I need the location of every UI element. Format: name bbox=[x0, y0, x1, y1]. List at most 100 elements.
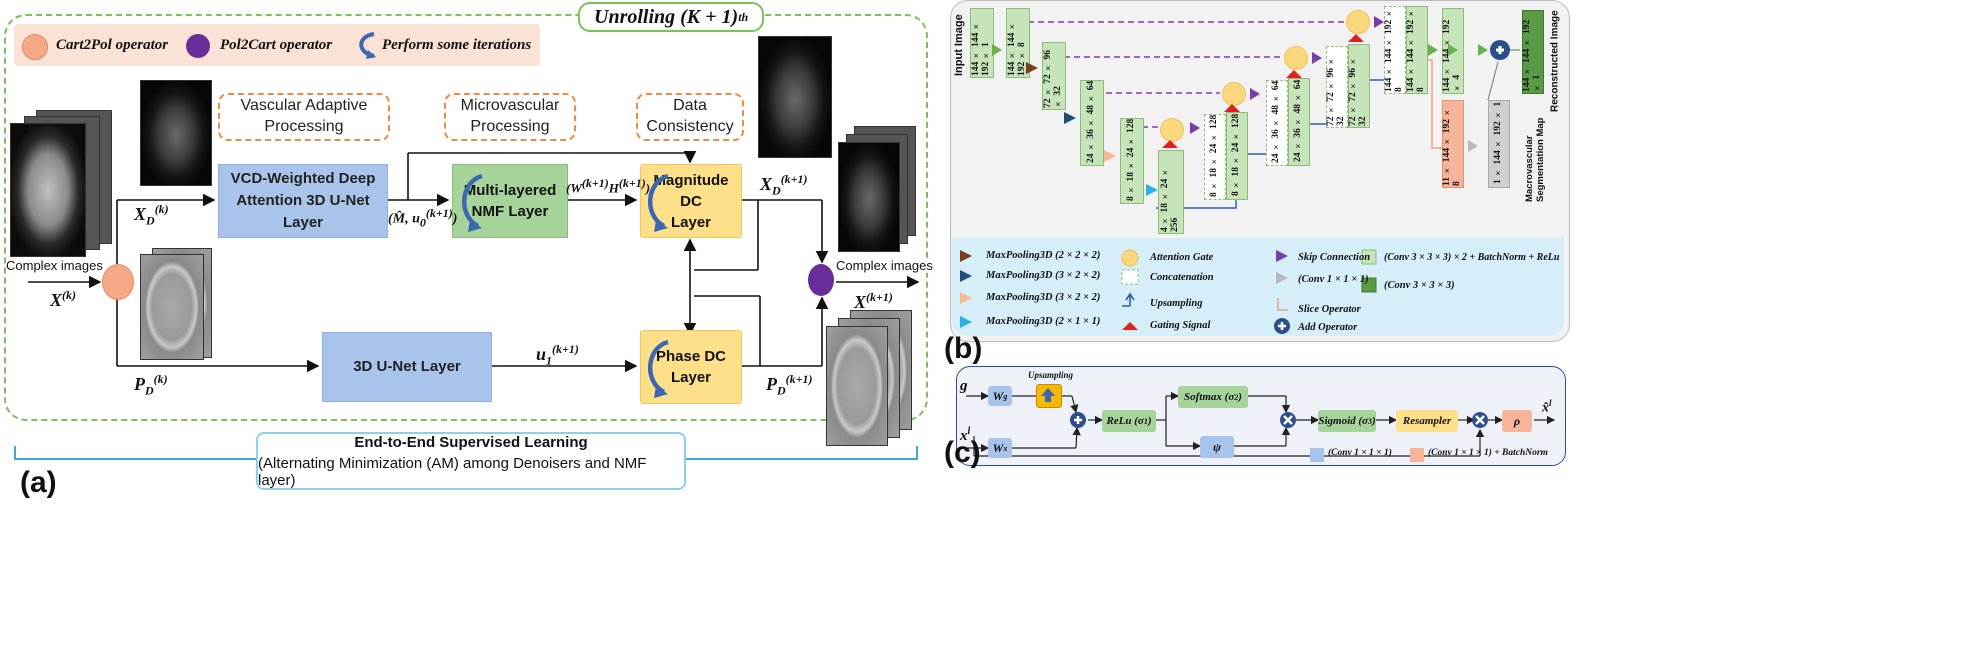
legend-mp3: MaxPooling3D (3 × 2 × 2) bbox=[986, 292, 1101, 303]
pol2cart-label: Pol2Cart operator bbox=[220, 37, 333, 53]
supervised-learning-title: End-to-End Supervised Learning bbox=[354, 433, 588, 451]
attention-gate-4 bbox=[1160, 118, 1184, 142]
attention-gate-1 bbox=[1346, 10, 1370, 34]
xd-k-mri bbox=[140, 80, 212, 186]
nmf-layer-box: Multi-layered NMF Layer bbox=[452, 164, 568, 238]
pol2cart-node bbox=[808, 264, 834, 296]
legend-conv3bn: (Conv 3 × 3 × 3) × 2 + BatchNorm + ReLu bbox=[1384, 252, 1560, 263]
supervised-learning-subtitle: (Alternating Minimization (AM) among Den… bbox=[258, 454, 647, 489]
pd-k1-symbol: PD(k+1) bbox=[766, 372, 813, 398]
dec-block-4 bbox=[1226, 112, 1248, 200]
nmf-iteration-icon bbox=[461, 173, 483, 232]
enc-block-1a bbox=[970, 8, 994, 78]
legend-add: Add Operator bbox=[1298, 322, 1358, 333]
x-k-symbol: X(k) bbox=[50, 288, 77, 310]
resampler-box: Resampler bbox=[1396, 410, 1458, 432]
legend-conv3: (Conv 3 × 3 × 3) bbox=[1384, 280, 1455, 291]
xd-k-symbol: XD(k) bbox=[134, 202, 169, 228]
rho-box: ρ bbox=[1502, 410, 1532, 432]
dec-block-1 bbox=[1406, 6, 1428, 94]
panel-b-markers bbox=[992, 16, 1520, 196]
legend-c-conv: (Conv 1 × 1 × 1) bbox=[1328, 448, 1392, 458]
enc-block-2 bbox=[1042, 42, 1066, 110]
g-symbol: g bbox=[960, 378, 968, 394]
xd-k1-mri-top bbox=[758, 36, 832, 158]
input-mri-front bbox=[10, 123, 86, 257]
legend-c-convbn: (Conv 1 × 1 × 1) + BatchNorm bbox=[1428, 448, 1548, 458]
legend-conv1: (Conv 1 × 1 × 1) bbox=[1298, 274, 1369, 285]
phase-iteration-icon bbox=[647, 339, 669, 398]
operator-legend bbox=[14, 24, 540, 66]
legend-mp1: MaxPooling3D (2 × 2 × 2) bbox=[986, 250, 1101, 261]
legend-mp4: MaxPooling3D (2 × 1 × 1) bbox=[986, 316, 1101, 327]
legend-concat: Concatenation bbox=[1150, 272, 1214, 283]
pol2cart-icon bbox=[186, 34, 210, 58]
panel-a-connectors bbox=[28, 150, 920, 373]
data-consistency-stage-label: Data Consistency bbox=[636, 93, 744, 141]
cart2pol-label: Cart2Pol operator bbox=[56, 37, 169, 53]
upsampling-label: Upsampling bbox=[1028, 370, 1074, 380]
dec-block-3 bbox=[1288, 78, 1310, 166]
iteration-arrow-icon bbox=[359, 32, 376, 59]
complex-images-right-label: Complex images bbox=[836, 258, 933, 273]
unrolling-title: Unrolling (K + 1)th bbox=[578, 2, 765, 32]
dec-concat-2 bbox=[1326, 46, 1348, 128]
x-k1-symbol: X(k+1) bbox=[854, 290, 893, 312]
legend-attention: Attention Gate bbox=[1150, 252, 1214, 263]
mhat-u0-symbol: (M̂, u0(k+1)) bbox=[388, 206, 458, 230]
upsampling-box bbox=[1036, 384, 1062, 408]
supervised-learning-box: End-to-End Supervised Learning (Alternat… bbox=[256, 432, 686, 490]
panel-c-label: (c) bbox=[944, 436, 981, 469]
magnitude-dc-box: Magnitude DC Layer bbox=[640, 164, 742, 238]
complex-images-left-label: Complex images bbox=[6, 258, 103, 273]
output-mri-front bbox=[838, 142, 900, 252]
xl-symbol: xl bbox=[960, 426, 971, 444]
panel-b-legend-icons bbox=[960, 249, 1377, 334]
enc-block-3 bbox=[1080, 80, 1104, 166]
dec-concat-3 bbox=[1266, 80, 1288, 166]
xd-k1-symbol: XD(k+1) bbox=[760, 172, 808, 198]
panel-b-legend-bg bbox=[952, 238, 1564, 336]
wh-symbol: (W(k+1)H(k+1)) bbox=[566, 176, 651, 196]
u1-symbol: u1(k+1) bbox=[536, 342, 579, 368]
cart2pol-icon bbox=[22, 34, 48, 60]
pd-k-symbol: PD(k) bbox=[134, 372, 168, 398]
magnitude-iteration-icon bbox=[647, 173, 669, 232]
output-block bbox=[1522, 10, 1544, 94]
dec-concat-1 bbox=[1384, 6, 1406, 94]
unet-3d-box: 3D U-Net Layer bbox=[322, 332, 492, 402]
panel-a-label: (a) bbox=[20, 466, 57, 499]
segmentation-block bbox=[1488, 100, 1510, 188]
dec-concat-4 bbox=[1204, 114, 1226, 200]
output-xhat-symbol: x̂l bbox=[1542, 398, 1552, 416]
panel-c-frame bbox=[956, 366, 1566, 466]
enc-block-4 bbox=[1120, 118, 1144, 204]
legend-mp2: MaxPooling3D (3 × 2 × 2) bbox=[986, 270, 1101, 281]
pd-k1-mri-front bbox=[826, 326, 888, 446]
attention-gate-2 bbox=[1284, 46, 1308, 70]
legend-skip: Skip Connection bbox=[1298, 252, 1371, 263]
microvascular-stage-label: Microvascular Processing bbox=[444, 93, 576, 141]
legend-gating: Gating Signal bbox=[1150, 320, 1211, 331]
iterations-label: Perform some iterations bbox=[382, 37, 532, 53]
unrolling-frame bbox=[4, 14, 928, 421]
vcd-attention-unet-box: VCD-Weighted Deep Attention 3D U-Net Lay… bbox=[218, 164, 388, 238]
psi-box: ψ bbox=[1200, 436, 1234, 458]
panel-b-label: (b) bbox=[944, 332, 983, 365]
upsampling-arrow-icon bbox=[1041, 388, 1055, 402]
bottleneck-block bbox=[1158, 150, 1184, 234]
attention-gate-3 bbox=[1222, 82, 1246, 106]
vascular-stage-label: Vascular Adaptive Processing bbox=[218, 93, 390, 141]
pd-k-mri bbox=[140, 254, 204, 360]
legend-upsampling: Upsampling bbox=[1150, 298, 1203, 309]
slice-block bbox=[1442, 100, 1464, 188]
legend-slice: Slice Operator bbox=[1298, 304, 1361, 315]
cart2pol-node bbox=[102, 264, 134, 300]
panel-c-connectors bbox=[966, 391, 1556, 462]
dec-block-2 bbox=[1348, 44, 1370, 128]
